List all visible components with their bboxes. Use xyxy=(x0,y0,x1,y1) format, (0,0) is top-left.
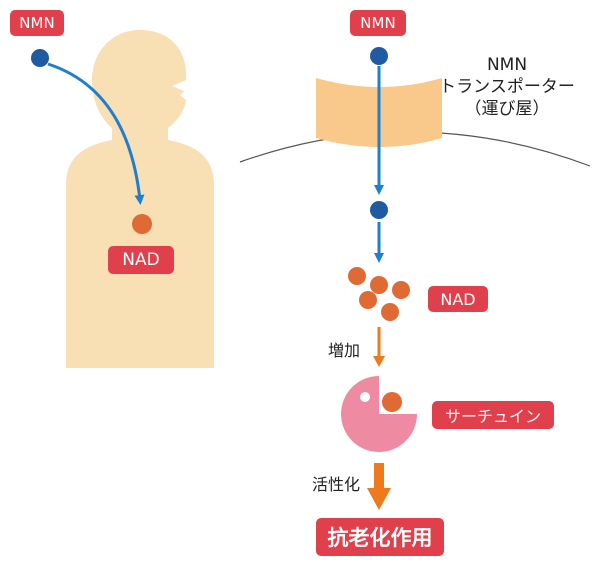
transporter-label-line1: NMN xyxy=(486,55,528,75)
activation-arrow-shaft xyxy=(374,463,384,489)
sirtuin-eye xyxy=(360,392,370,402)
anti-aging-result-label: 抗老化作用 xyxy=(316,518,444,556)
activation-arrow-head xyxy=(367,488,391,510)
nmn-molecule-right xyxy=(370,47,388,65)
nmn-label-right: NMN xyxy=(350,10,406,36)
nad-molecule-left xyxy=(132,214,152,234)
transporter-label-line3: （運び屋） xyxy=(464,99,550,119)
nad-label-left: NAD xyxy=(108,246,174,274)
activation-label: 活性化 xyxy=(312,475,361,494)
sirtuin-label: サーチュイン xyxy=(432,401,554,429)
nmn-absorption-arrow xyxy=(47,62,145,205)
sirtuin-enzyme xyxy=(341,376,417,452)
nmn-molecule-inside xyxy=(370,201,388,219)
transporter-label: NMN トランスポーター （運び屋） xyxy=(432,54,582,120)
nad-bound-to-sirtuin xyxy=(382,392,402,412)
nad-molecule-cluster xyxy=(348,267,410,321)
nmn-label-left: NMN xyxy=(10,10,64,36)
nad-label-right: NAD xyxy=(428,286,488,312)
increase-arrow-head xyxy=(373,356,385,367)
nmn-molecule-left xyxy=(31,49,49,67)
increase-label: 増加 xyxy=(328,341,361,360)
transporter-label-line2: トランスポーター xyxy=(439,77,575,97)
